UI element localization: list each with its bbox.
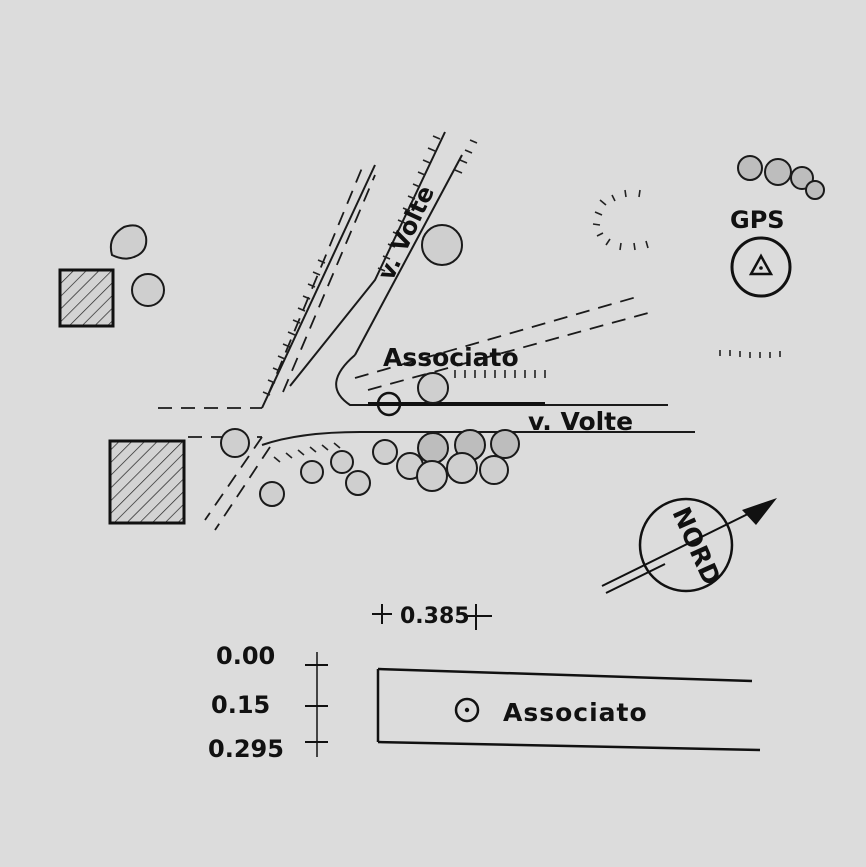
vertical-scale [305,652,328,757]
gps-triangle-icon[interactable] [730,236,792,298]
legend-box [376,667,761,752]
building-1 [58,268,115,328]
north-arrow-label: NORD [667,503,727,590]
vegetation [109,155,825,507]
scale-horizontal-value: 0.385 [400,604,470,629]
circle-dot-icon [454,697,480,723]
slope-hatching [262,135,781,463]
scale-value-1: 0.15 [211,691,270,719]
gps-label: GPS [730,206,785,234]
scale-value-2: 0.295 [208,735,284,763]
associato-point-marker[interactable] [376,391,402,417]
horizontal-scale [372,604,492,630]
north-arrow-icon [601,497,777,594]
building-2 [108,439,186,525]
legend-item-label: Associato [503,698,648,727]
scale-value-0: 0.00 [216,642,275,670]
street-label-east: v. Volte [528,407,633,436]
point-label: Associato [383,343,519,372]
